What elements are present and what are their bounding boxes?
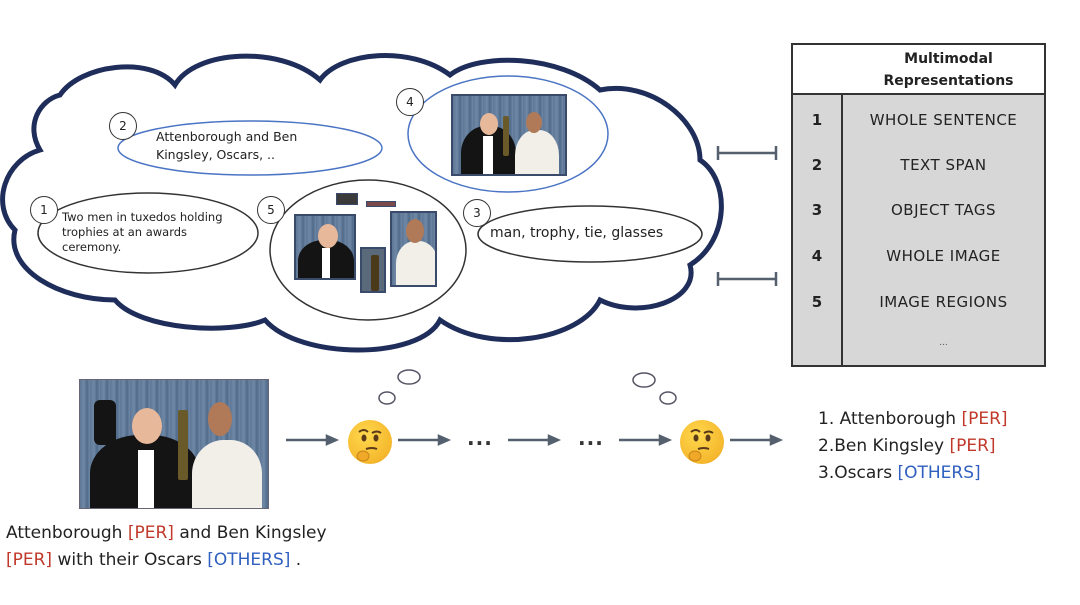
thought-bubble-large — [397, 369, 421, 385]
entity-result-list: 1. Attenborough [PER] 2.Ben Kingsley [PE… — [818, 406, 1008, 487]
row-number: 5 — [811, 293, 823, 311]
ellipse-text-span — [117, 120, 383, 176]
tag-per: [PER] — [127, 523, 174, 543]
row-label: OBJECT TAGS — [890, 201, 997, 219]
row-label: WHOLE IMAGE — [886, 247, 1001, 265]
connector-bottom — [716, 272, 778, 286]
region-crop-man-right — [390, 211, 437, 287]
ellipse-object-tags — [477, 205, 703, 263]
number-badge-3: 3 — [463, 199, 491, 227]
representations-table: Multimodal Representations 1 WHOLE SENTE… — [791, 43, 1046, 367]
ellipsis-2: ... — [578, 426, 604, 450]
result-prefix: 3. — [818, 463, 835, 483]
thought-bubble-small — [659, 391, 677, 405]
tag-per: [PER] — [949, 436, 996, 456]
thought-bubble-small — [378, 391, 396, 405]
arrow-3 — [508, 434, 562, 446]
table-more-indicator: ... — [939, 338, 948, 348]
thought-bubble-large — [632, 372, 656, 388]
tag-per: [PER] — [6, 550, 53, 570]
connector-top — [716, 146, 778, 160]
table-header-line1: Multimodal — [904, 51, 993, 67]
arrow-2 — [398, 434, 452, 446]
thinking-face-icon — [680, 420, 724, 464]
tag-others: [OTHERS] — [897, 463, 981, 483]
row-number: 4 — [811, 247, 823, 265]
result-item: 2.Ben Kingsley [PER] — [818, 433, 1008, 460]
number-badge-4: 4 — [396, 88, 424, 116]
region-crop-strip — [366, 201, 396, 207]
table-row: 1 WHOLE SENTENCE — [793, 111, 1044, 157]
row-label: TEXT SPAN — [900, 156, 987, 174]
table-row: 5 IMAGE REGIONS — [793, 293, 1044, 339]
table-row: 2 TEXT SPAN — [793, 156, 1044, 202]
row-label: WHOLE SENTENCE — [869, 111, 1018, 129]
number-badge-5: 5 — [257, 196, 285, 224]
caption-text: and Ben Kingsley — [173, 523, 327, 543]
result-item: 1. Attenborough [PER] — [818, 406, 1008, 433]
row-number: 2 — [811, 156, 823, 174]
result-entity: Oscars — [834, 463, 898, 483]
table-header: Multimodal Representations — [793, 45, 1044, 95]
arrow-5 — [730, 434, 784, 446]
table-row: 4 WHOLE IMAGE — [793, 247, 1044, 293]
caption-text: Attenborough — [6, 523, 128, 543]
result-entity: Attenborough — [839, 409, 962, 429]
result-item: 3.Oscars [OTHERS] — [818, 460, 1008, 487]
whole-image — [451, 94, 567, 176]
row-number: 3 — [811, 201, 823, 219]
tag-per: [PER] — [961, 409, 1008, 429]
tag-others: [OTHERS] — [207, 550, 291, 570]
whole-sentence-text: Two men in tuxedos holding trophies at a… — [62, 210, 223, 254]
result-prefix: 2. — [818, 436, 835, 456]
result-prefix: 1. — [818, 409, 840, 429]
ellipse-whole-sentence — [37, 192, 259, 274]
row-label: IMAGE REGIONS — [879, 293, 1008, 311]
arrow-4 — [619, 434, 673, 446]
table-header-line2: Representations — [883, 73, 1014, 89]
row-number: 1 — [811, 111, 823, 129]
result-entity: Ben Kingsley — [834, 436, 950, 456]
number-badge-2: 2 — [109, 112, 137, 140]
region-crop-tiny — [336, 193, 358, 205]
input-image — [79, 379, 269, 509]
text-span-text: Attenborough and Ben Kingsley, Oscars, .… — [156, 129, 298, 162]
table-divider — [841, 95, 843, 365]
arrow-1 — [286, 434, 340, 446]
thinking-face-icon — [348, 420, 392, 464]
number-badge-1: 1 — [30, 196, 58, 224]
region-crop-man-left — [294, 214, 356, 280]
caption-text: with their Oscars — [52, 550, 208, 570]
input-sentence: Attenborough [PER] and Ben Kingsley [PER… — [6, 520, 327, 574]
ellipsis-1: ... — [467, 426, 493, 450]
region-crop-trophy — [360, 247, 386, 293]
table-row: 3 OBJECT TAGS — [793, 201, 1044, 247]
caption-text: . — [290, 550, 302, 570]
object-tags-text: man, trophy, tie, glasses — [490, 225, 664, 241]
